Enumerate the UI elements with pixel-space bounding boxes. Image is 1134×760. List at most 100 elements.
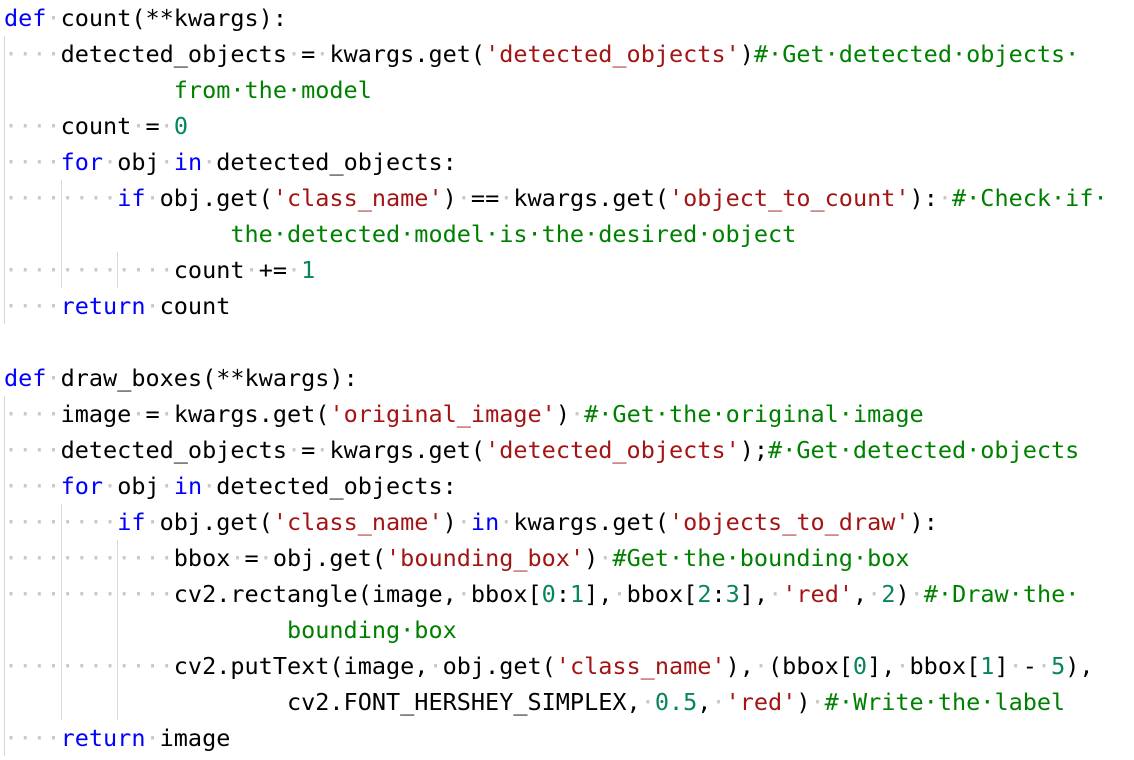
- code-token-txt: ):: [909, 508, 938, 536]
- code-token-ws: ····: [4, 472, 61, 500]
- code-token-txt: ],: [584, 580, 613, 608]
- code-token-ws: ····: [4, 40, 61, 68]
- code-token-txt: bbox[: [626, 580, 698, 608]
- code-token-txt: =: [145, 400, 160, 428]
- code-token-ws: ····: [4, 112, 61, 140]
- code-token-ws: ·: [1036, 652, 1052, 680]
- code-token-num: 2: [881, 580, 896, 608]
- code-token-ws: ·: [456, 580, 471, 608]
- code-token-kw: if: [117, 508, 146, 536]
- code-token-ws: ·: [145, 508, 160, 536]
- code-token-ws: ·: [286, 436, 302, 464]
- code-token-txt: obj.get(: [159, 508, 273, 536]
- code-token-str: 'red': [725, 688, 797, 716]
- code-token-ws: ·: [202, 148, 217, 176]
- code-token-ws: ·: [499, 184, 514, 212]
- indent-guide: [4, 36, 5, 324]
- indent-guide: [61, 504, 62, 720]
- code-token-txt: detected_objects:: [216, 148, 457, 176]
- code-token-txt: bbox[: [470, 580, 542, 608]
- code-token-ws: ············: [4, 580, 174, 608]
- code-token-txt: detected_objects: [60, 436, 287, 464]
- code-token-com: #·Draw·the·: [923, 580, 1080, 608]
- code-line: ············cv2.putText(image,·obj.get('…: [4, 648, 1094, 684]
- code-token-ws: ·: [202, 472, 217, 500]
- code-line: def·draw_boxes(**kwargs):: [4, 360, 358, 396]
- code-token-txt: bbox: [173, 544, 231, 572]
- code-line: ····count·=·0: [4, 108, 188, 144]
- code-token-com: from·the·model: [173, 76, 372, 104]
- code-token-num: 0: [173, 112, 188, 140]
- indent-guide: [117, 540, 118, 720]
- code-token-txt: ),: [725, 652, 754, 680]
- code-token-txt: kwargs.get(: [329, 436, 486, 464]
- code-token-com: #·Get·the·original·image: [584, 400, 924, 428]
- code-token-str: 'bounding_box': [386, 544, 585, 572]
- code-line: ····detected_objects·=·kwargs.get('detec…: [4, 432, 1079, 468]
- code-line: from·the·model: [4, 72, 372, 108]
- indent-guide: [117, 252, 118, 288]
- code-token-txt: obj: [117, 472, 160, 500]
- code-token-txt: ],: [739, 580, 769, 608]
- code-token-ws: ····: [4, 292, 61, 320]
- code-token-ws: ········: [4, 508, 118, 536]
- code-token-txt: cv2.putText(image,: [173, 652, 429, 680]
- code-token-txt: (bbox[: [768, 652, 853, 680]
- code-token-txt: ): [442, 184, 457, 212]
- code-token-ws: ·: [159, 472, 174, 500]
- code-token-ws: ·: [244, 256, 259, 284]
- code-line: the·detected·model·is·the·desired·object: [4, 216, 796, 252]
- code-token-txt: detected_objects: [60, 40, 287, 68]
- code-token-ws: [4, 688, 287, 716]
- code-line: ····return·count: [4, 288, 230, 324]
- code-token-txt: obj.get(: [442, 652, 556, 680]
- code-token-txt: count: [173, 256, 245, 284]
- code-token-kw: for: [60, 148, 104, 176]
- code-token-com: #·Check·if·: [952, 184, 1108, 212]
- code-token-ws: ·: [768, 580, 783, 608]
- code-token-str: 'red': [782, 580, 853, 608]
- code-line: ····for·obj·in·detected_objects:: [4, 468, 457, 504]
- code-token-txt: =: [301, 436, 316, 464]
- code-token-com: #·Get·detected·objects: [768, 436, 1080, 464]
- code-token-txt: ):: [909, 184, 938, 212]
- code-token-ws: ····: [4, 148, 61, 176]
- code-token-ws: ·: [569, 400, 585, 428]
- code-token-txt: ==: [470, 184, 500, 212]
- code-line: def·count(**kwargs):: [4, 0, 287, 36]
- code-token-txt: obj.get(: [159, 184, 273, 212]
- code-token-str: 'object_to_count': [669, 184, 910, 212]
- code-token-txt: ): [895, 580, 910, 608]
- code-token-ws: ·: [428, 652, 443, 680]
- code-token-kw: in: [470, 508, 500, 536]
- code-line: ············count·+=·1: [4, 252, 315, 288]
- code-token-ws: ·: [315, 436, 330, 464]
- indent-guide: [4, 396, 5, 756]
- code-token-ws: ····: [4, 724, 61, 752]
- code-token-txt: ],: [867, 652, 896, 680]
- code-token-txt: cv2.FONT_HERSHEY_SIMPLEX,: [286, 688, 641, 716]
- code-token-str: 'class_name': [555, 652, 726, 680]
- code-token-txt: =: [301, 40, 316, 68]
- code-token-ws: ········: [4, 184, 118, 212]
- code-token-ws: ·: [810, 688, 825, 716]
- code-token-ws: ·: [640, 688, 655, 716]
- code-token-kw: return: [60, 724, 146, 752]
- code-line: ············cv2.rectangle(image,·bbox[0:…: [4, 576, 1079, 612]
- code-token-ws: ·: [456, 508, 471, 536]
- code-token-kw: def: [4, 364, 47, 392]
- code-token-ws: ·: [753, 652, 769, 680]
- code-token-txt: kwargs.get(: [513, 184, 670, 212]
- code-token-txt: count: [60, 112, 132, 140]
- code-token-txt: ,: [853, 580, 868, 608]
- code-token-ws: ·: [909, 580, 924, 608]
- code-token-ws: ·: [867, 580, 882, 608]
- code-token-kw: def: [4, 4, 47, 32]
- code-token-ws: ·: [937, 184, 952, 212]
- code-token-txt: kwargs.get(: [513, 508, 670, 536]
- code-token-txt: :: [711, 580, 726, 608]
- code-token-ws: ·: [286, 256, 302, 284]
- code-token-num: 0: [852, 652, 868, 680]
- code-token-ws: [4, 220, 230, 248]
